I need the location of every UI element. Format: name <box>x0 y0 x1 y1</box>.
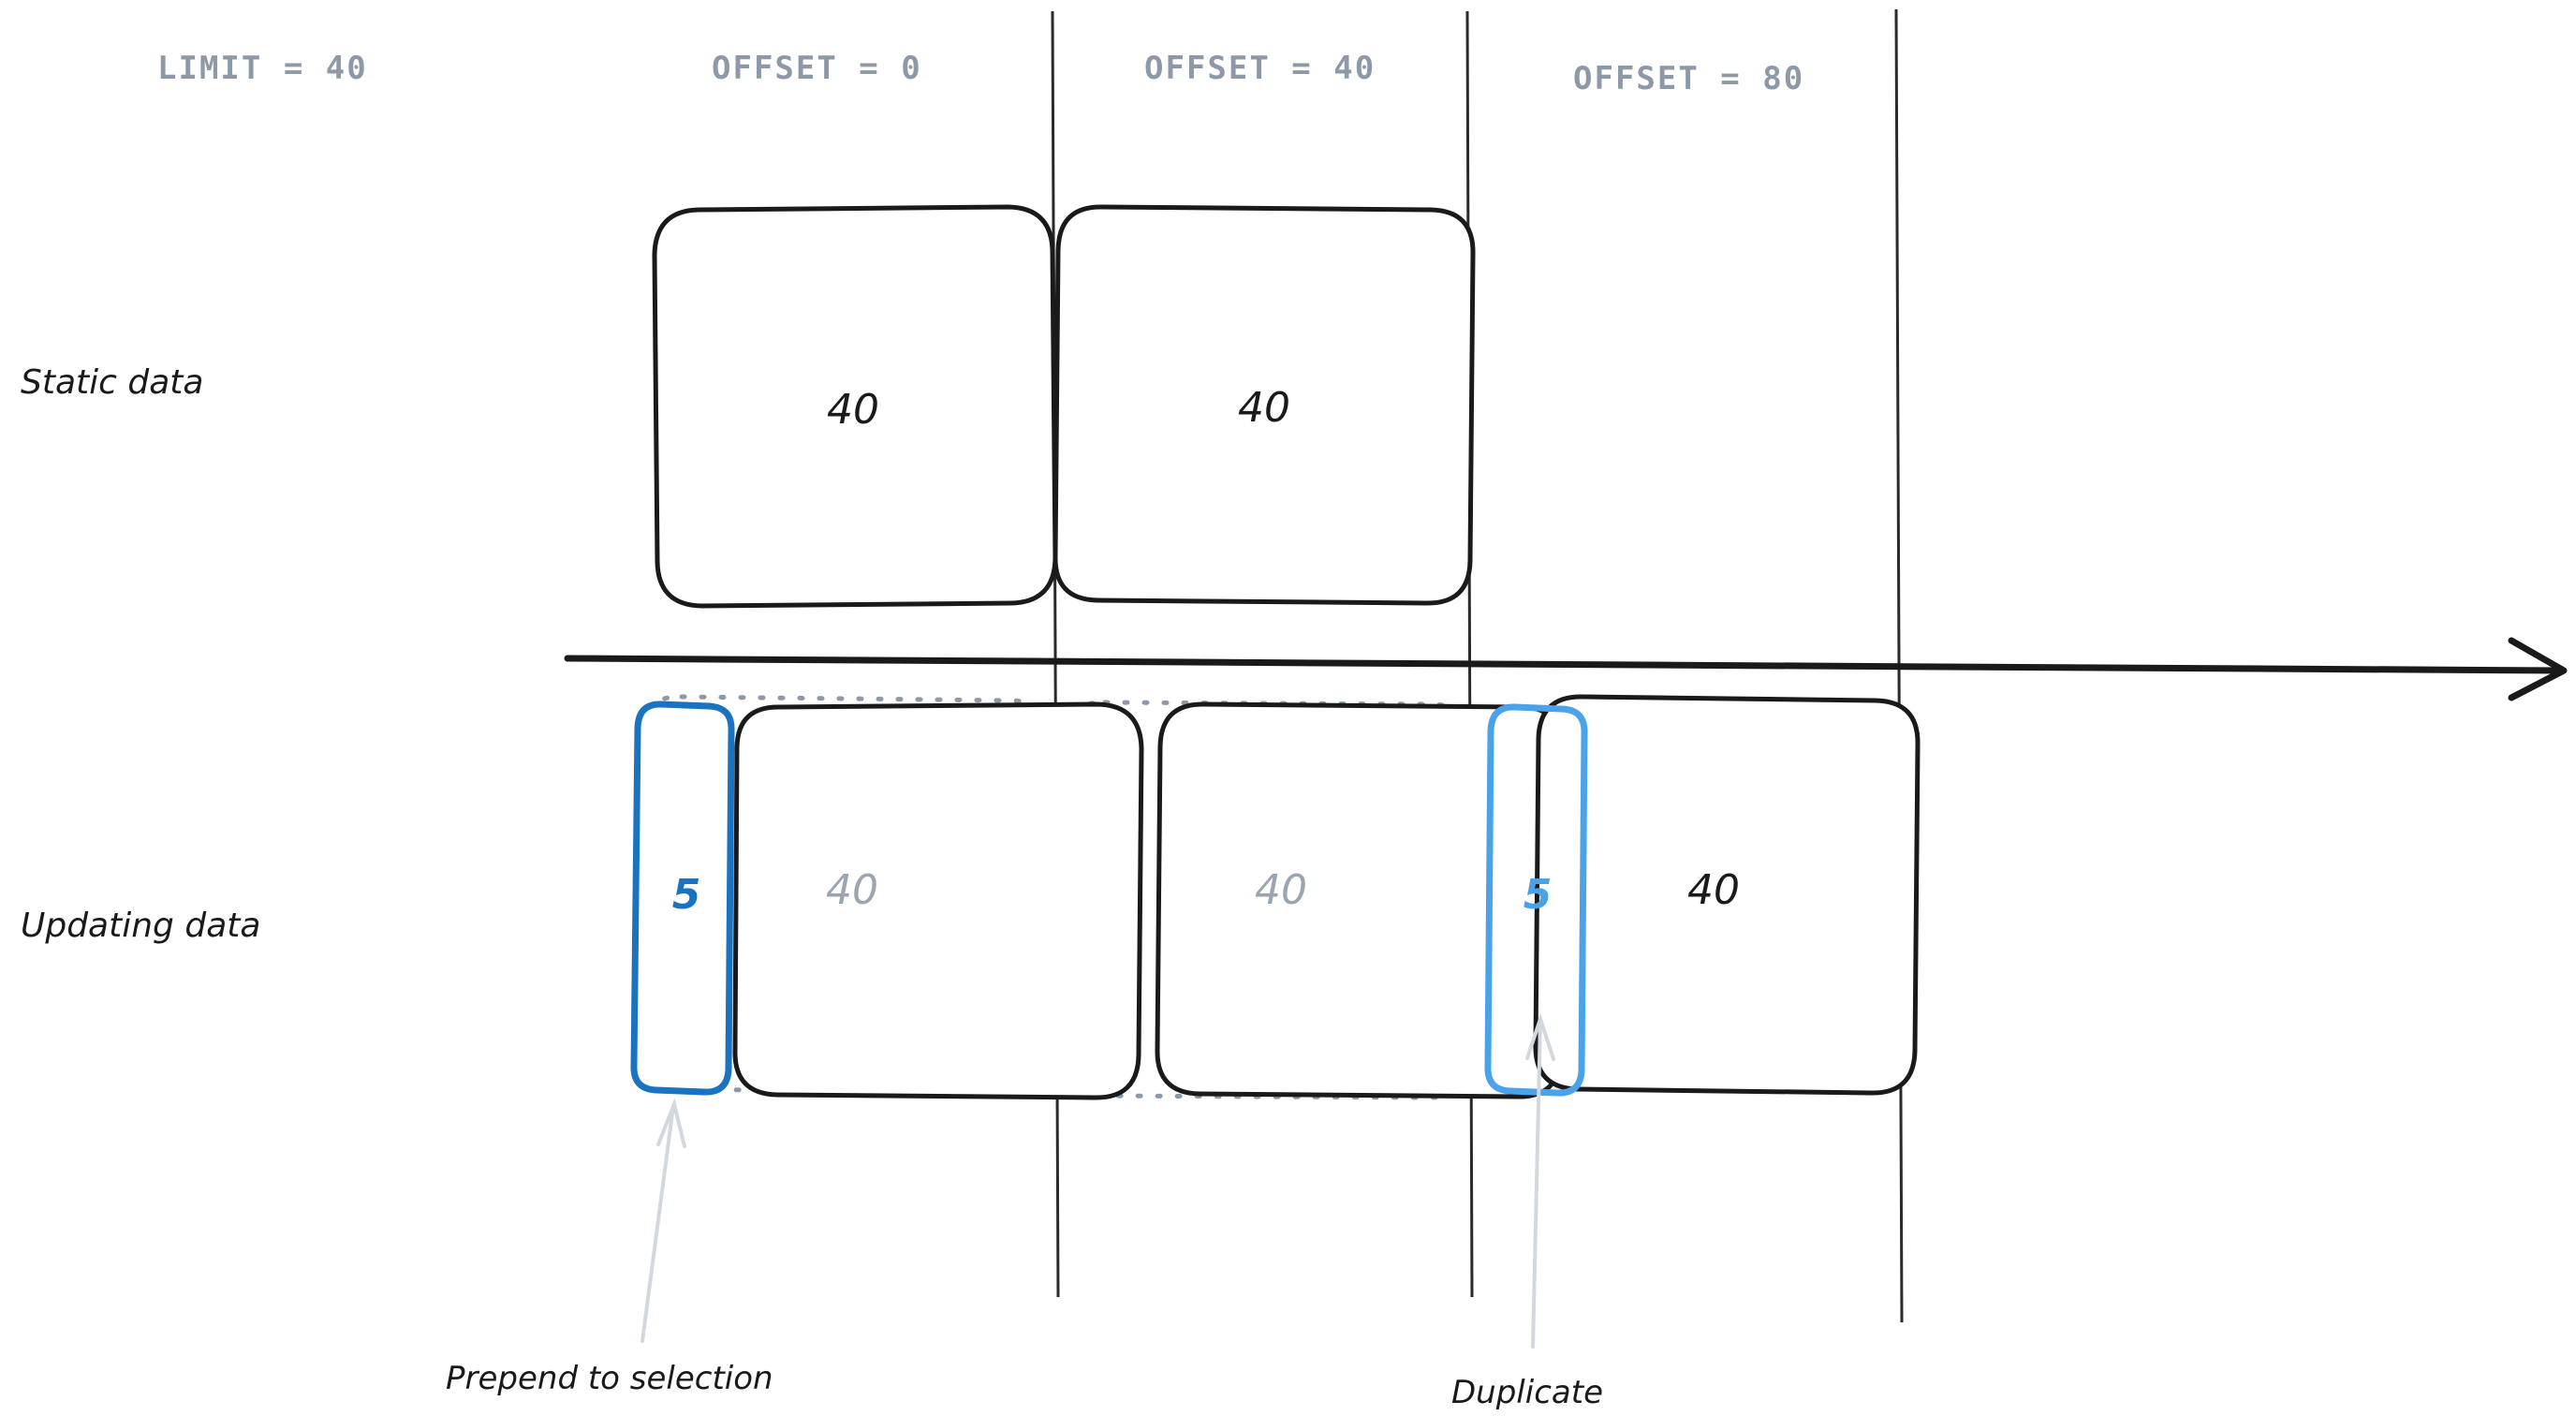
static-data-row: 40 40 <box>652 204 1476 609</box>
axis-arrowhead-icon <box>2508 637 2568 701</box>
row-label-static: Static data <box>21 363 203 402</box>
static-page-1[interactable]: 40 <box>1052 204 1476 606</box>
annotation-duplicate: Duplicate <box>1451 1012 1603 1411</box>
annotation-duplicate-leader <box>1531 1019 1542 1349</box>
header-labels: LIMIT = 40 OFFSET = 0 OFFSET = 40 OFFSET… <box>157 50 1804 97</box>
updating-page-duplicate-box[interactable] <box>1484 703 1588 1097</box>
static-page-1-box[interactable] <box>1052 204 1476 606</box>
updating-page-offset-80[interactable]: 40 <box>1533 694 1921 1096</box>
header-limit: LIMIT = 40 <box>157 50 368 87</box>
updating-data-row: 40 40 40 5 5 <box>630 694 1921 1100</box>
updating-page-offset-80-value: 40 <box>1687 866 1740 914</box>
header-offset-40: OFFSET = 40 <box>1144 50 1376 87</box>
updating-page-shifted-1-value: 40 <box>1255 866 1307 914</box>
axis-shaft <box>564 655 2565 674</box>
static-page-0[interactable]: 40 <box>652 204 1058 609</box>
divider-offset-40-end <box>1465 10 1474 1298</box>
offset-axis <box>564 637 2568 701</box>
annotation-prepend-leader <box>640 1104 675 1343</box>
updating-page-duplicate[interactable]: 5 <box>1484 703 1588 1097</box>
row-labels: Static data Updating data <box>21 363 260 945</box>
header-offset-0: OFFSET = 0 <box>712 50 922 87</box>
annotation-duplicate-label: Duplicate <box>1451 1374 1603 1411</box>
updating-page-prepended-value: 5 <box>672 871 701 919</box>
header-offset-80: OFFSET = 80 <box>1573 60 1804 97</box>
updating-page-prepended[interactable]: 5 <box>630 701 735 1096</box>
updating-page-duplicate-value: 5 <box>1524 871 1553 919</box>
annotation-duplicate-arrowhead-icon <box>1525 1012 1555 1061</box>
updating-page-prepended-box[interactable] <box>630 701 735 1096</box>
static-page-0-box[interactable] <box>652 204 1058 609</box>
updating-page-shifted-1-box[interactable] <box>1155 701 1567 1099</box>
divider-offset-0-end <box>1051 10 1060 1298</box>
row-label-updating: Updating data <box>21 907 260 945</box>
updating-page-shifted-1[interactable]: 40 <box>1155 701 1567 1099</box>
updating-page-shifted-0[interactable]: 40 <box>732 701 1144 1100</box>
updating-page-shifted-0-box[interactable] <box>732 701 1144 1100</box>
static-page-1-value: 40 <box>1238 384 1290 432</box>
updating-page-offset-80-box[interactable] <box>1533 694 1921 1096</box>
annotation-prepend-arrowhead-icon <box>656 1098 686 1148</box>
annotation-prepend: Prepend to selection <box>446 1098 773 1397</box>
static-page-0-value: 40 <box>827 386 879 434</box>
annotation-prepend-label: Prepend to selection <box>446 1360 773 1397</box>
updating-page-shifted-0-value: 40 <box>826 866 878 914</box>
